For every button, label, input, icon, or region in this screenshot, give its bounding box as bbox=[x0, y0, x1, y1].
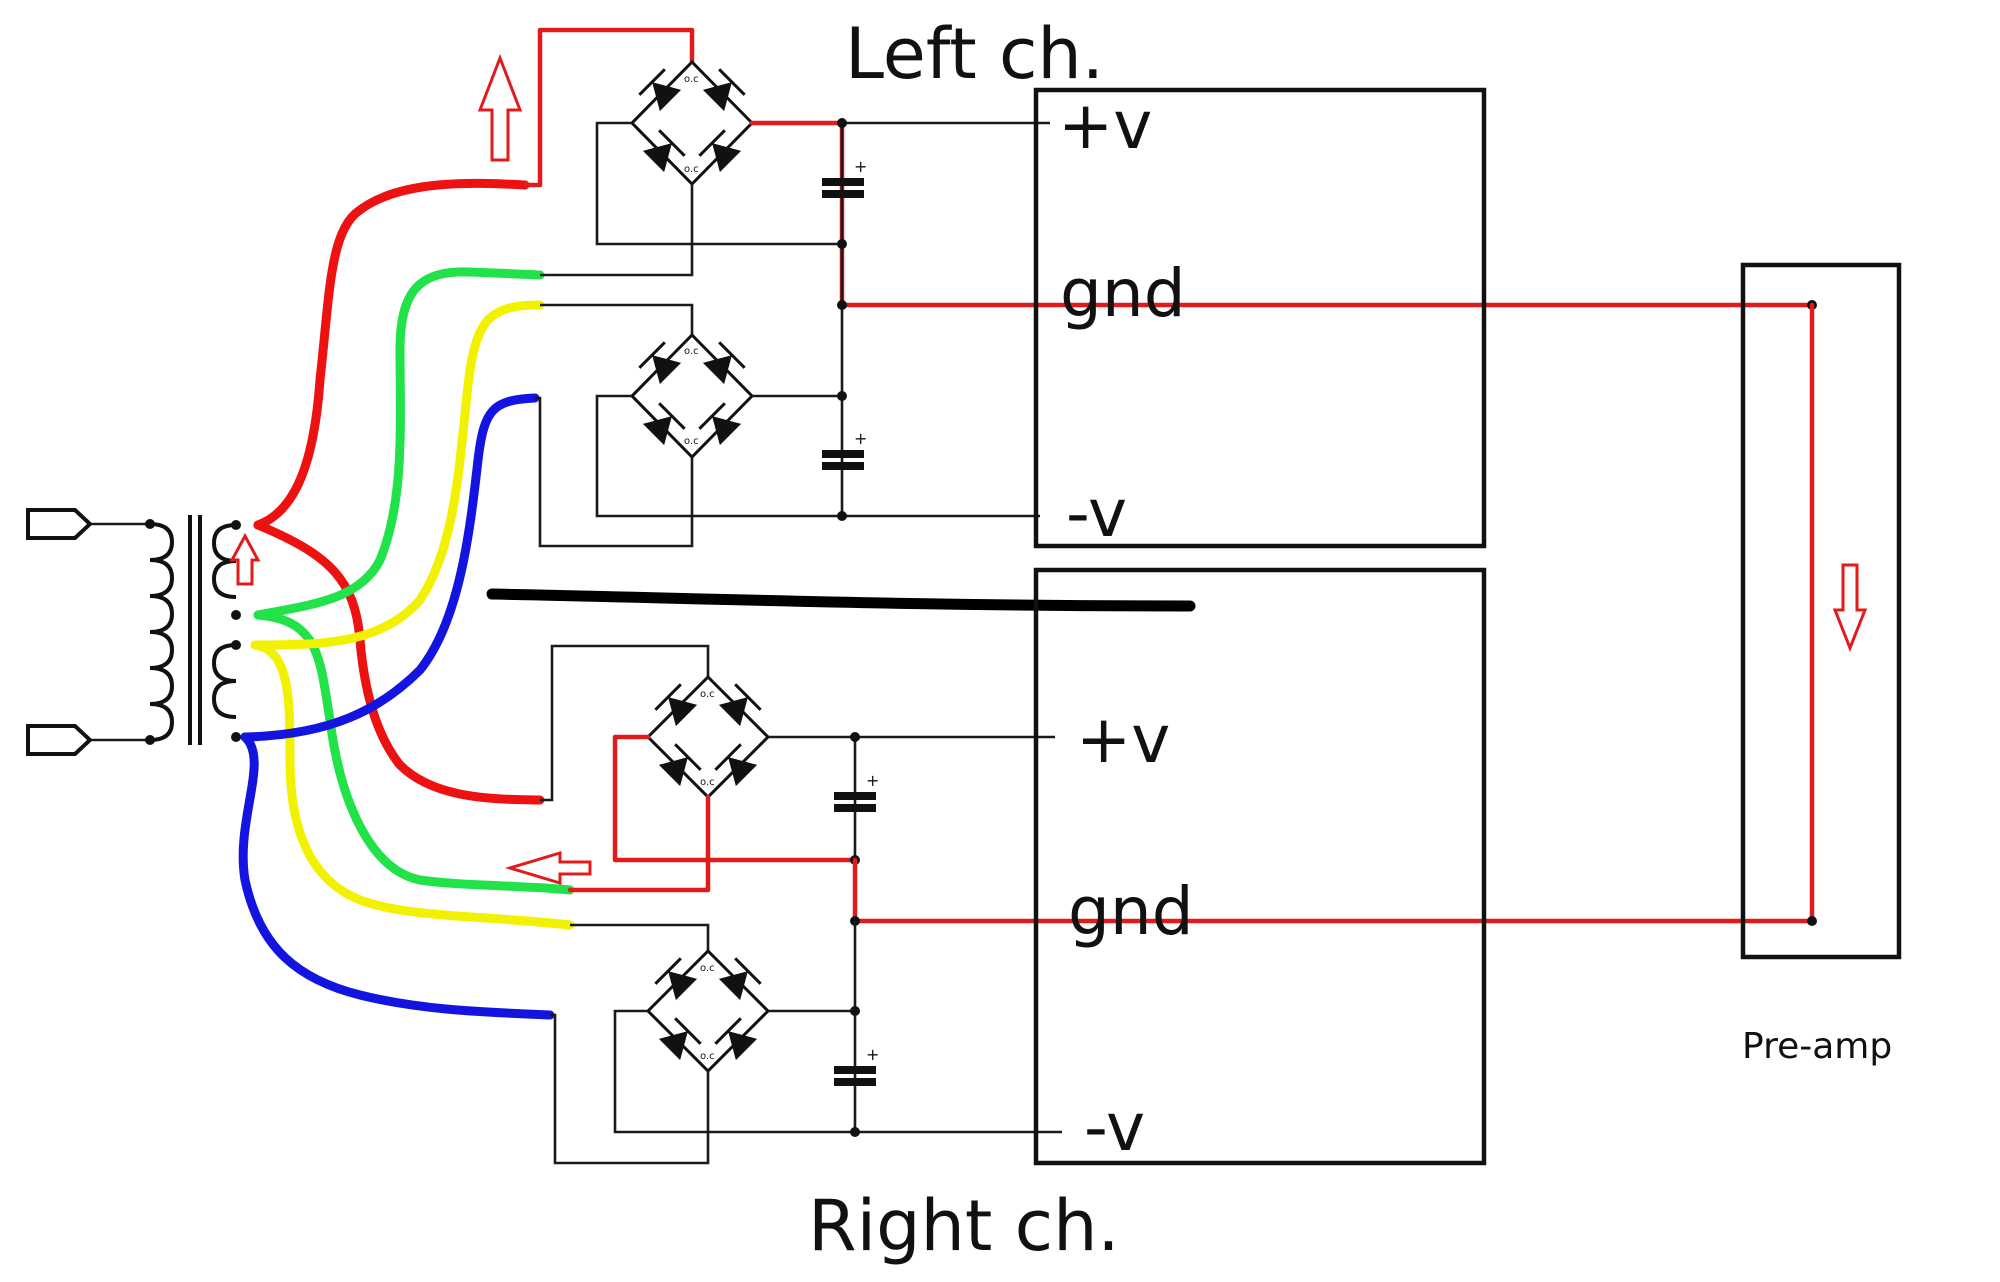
left-channel-amp-box bbox=[1033, 87, 1487, 549]
svg-text:+: + bbox=[854, 429, 867, 448]
shield-bar bbox=[486, 588, 1196, 612]
bridge-mark: o.c bbox=[700, 1051, 715, 1062]
red-secondary-wire-right bbox=[253, 520, 545, 805]
right-gnd-label: gnd bbox=[1068, 873, 1194, 950]
up-arrow-icon bbox=[229, 532, 261, 586]
capacitor: + bbox=[822, 429, 867, 470]
preamp-label: Pre-amp bbox=[1742, 1026, 1892, 1067]
up-arrow-icon bbox=[477, 53, 523, 162]
bridge-mark: o.c bbox=[684, 74, 699, 85]
bridge-rectifier: o.c o.c bbox=[629, 332, 755, 460]
green-secondary-wire-right bbox=[253, 610, 575, 895]
bridge-rectifier: o.c o.c bbox=[645, 948, 771, 1074]
svg-text:+: + bbox=[854, 157, 867, 176]
red-secondary-wire-left bbox=[253, 178, 530, 530]
mains-plug-bottom bbox=[26, 724, 150, 756]
bridge-mark: o.c bbox=[700, 963, 715, 974]
mains-plug-top bbox=[26, 508, 150, 540]
bridge-mark: o.c bbox=[684, 346, 699, 357]
svg-text:+: + bbox=[866, 771, 879, 790]
svg-text:+: + bbox=[866, 1045, 879, 1064]
right-plus-v-label: +v bbox=[1076, 701, 1170, 778]
capacitor: + bbox=[834, 1045, 879, 1086]
left-upper-supply: o.c o.c + bbox=[477, 27, 1050, 308]
left-minus-v-label: -v bbox=[1066, 475, 1127, 552]
left-channel-title: Left ch. bbox=[845, 13, 1104, 95]
left-lower-supply: o.c o.c + bbox=[535, 303, 1040, 548]
bridge-mark: o.c bbox=[684, 164, 699, 175]
bridge-rectifier: o.c o.c bbox=[645, 674, 771, 800]
transformer bbox=[145, 515, 261, 745]
left-gnd-label: gnd bbox=[1060, 255, 1186, 332]
left-arrow-icon bbox=[504, 850, 592, 886]
bridge-mark: o.c bbox=[700, 689, 715, 700]
bridge-rectifier: o.c o.c bbox=[629, 59, 755, 187]
blue-secondary-wire-left bbox=[240, 393, 540, 742]
down-arrow-icon bbox=[1832, 563, 1868, 653]
right-minus-v-label: -v bbox=[1084, 1089, 1145, 1166]
blue-secondary-wire-right bbox=[238, 732, 555, 1020]
yellow-secondary-wire-left bbox=[250, 300, 545, 650]
right-ground-path bbox=[850, 302, 1868, 926]
green-secondary-wire-left bbox=[253, 267, 545, 620]
right-channel-amp-box bbox=[1033, 567, 1487, 1166]
right-lower-supply: o.c o.c + bbox=[550, 921, 1062, 1165]
preamp-box bbox=[1740, 262, 1902, 960]
right-upper-supply: o.c o.c + bbox=[504, 644, 1055, 893]
left-ground-path bbox=[837, 300, 1817, 310]
bridge-mark: o.c bbox=[700, 777, 715, 788]
right-channel-title: Right ch. bbox=[808, 1185, 1120, 1267]
yellow-secondary-wire-right bbox=[250, 640, 575, 930]
bridge-mark: o.c bbox=[684, 436, 699, 447]
capacitor: + bbox=[834, 771, 879, 812]
capacitor: + bbox=[822, 157, 867, 198]
secondary-wires bbox=[238, 178, 575, 1020]
left-plus-v-label: +v bbox=[1058, 87, 1152, 164]
